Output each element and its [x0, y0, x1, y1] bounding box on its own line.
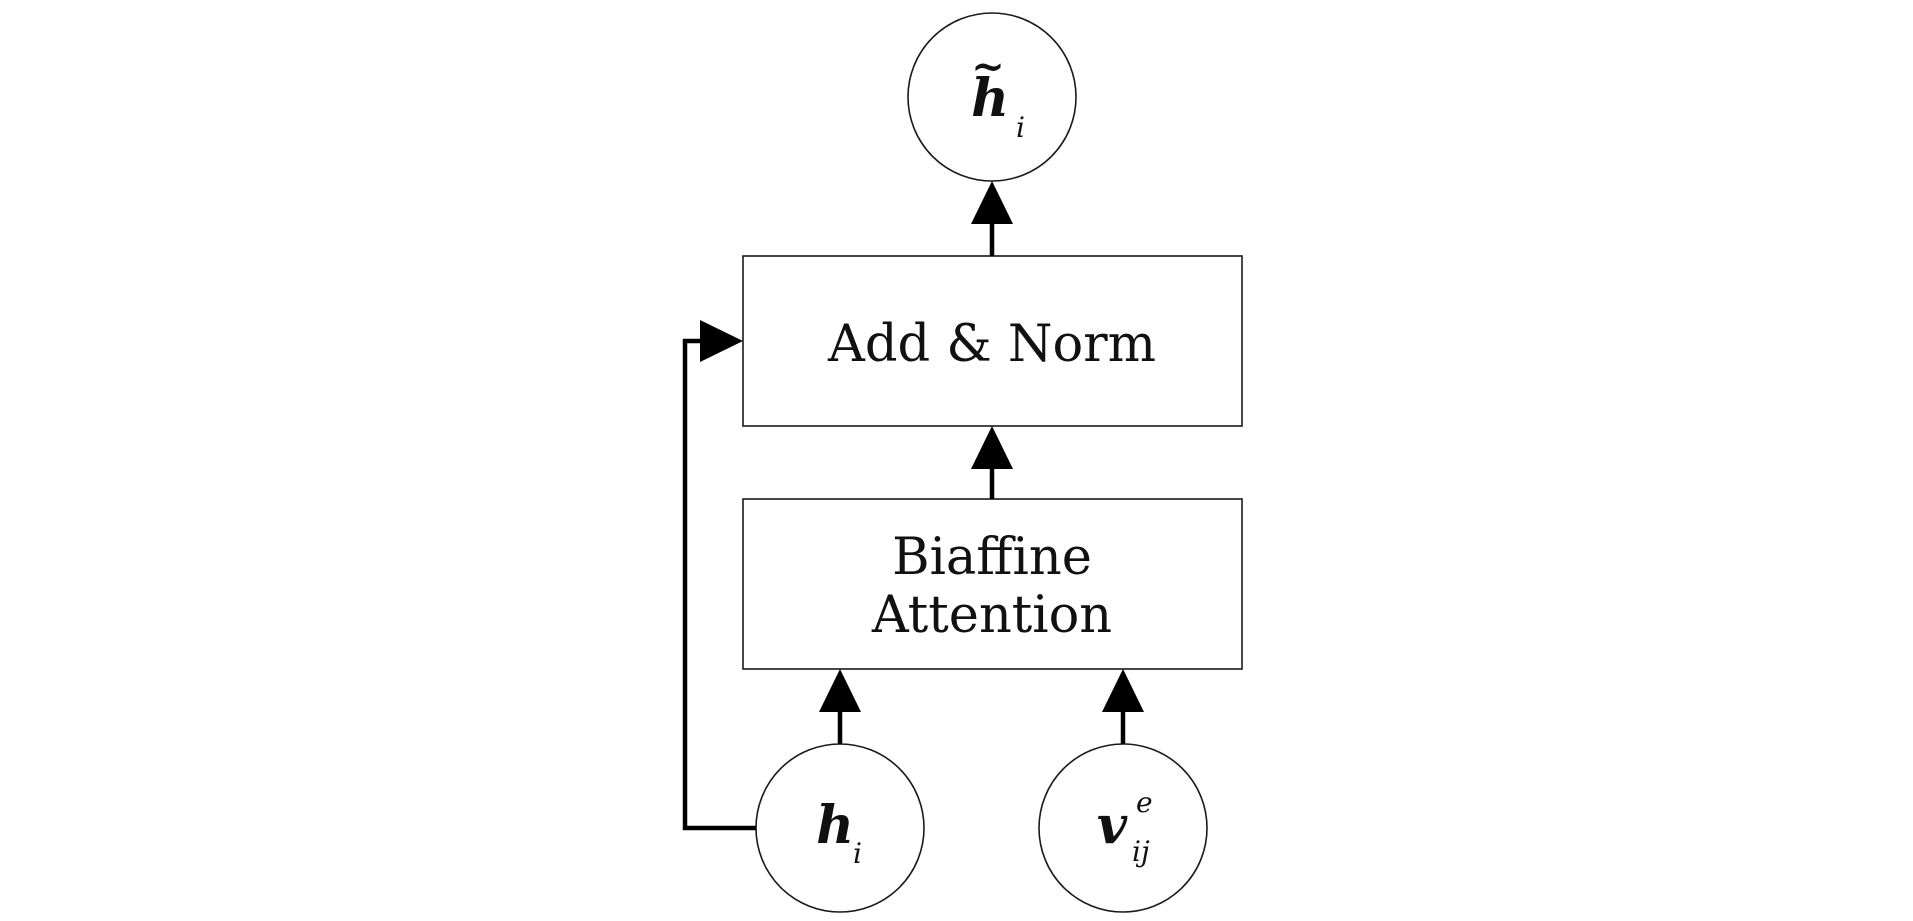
add-norm-block: Add & Norm: [742, 255, 1243, 427]
output-node-subscript: i: [1016, 111, 1025, 144]
biaffine-attention-label-line1: Biaffine: [892, 528, 1092, 587]
output-node-symbol: h: [971, 68, 1009, 129]
input-node-v: v e ij: [1038, 743, 1208, 913]
arrow-v-to-attention: [1102, 669, 1144, 744]
input-node-h-subscript: i: [853, 837, 862, 870]
output-node-accent: ~: [971, 43, 1005, 90]
biaffine-attention-label-line2: Attention: [871, 586, 1112, 645]
input-node-v-subscript: ij: [1132, 835, 1150, 868]
input-node-v-superscript: e: [1136, 786, 1153, 819]
add-norm-box: [742, 255, 1243, 427]
arrow-attention-to-addnorm: [971, 426, 1013, 499]
arrow-h-to-attention: [819, 669, 861, 744]
input-node-h-symbol: h: [816, 795, 854, 856]
biaffine-attention-box: [742, 498, 1243, 670]
input-node-v-symbol: v: [1097, 795, 1128, 856]
residual-connection-arrow: [682, 320, 756, 831]
biaffine-attention-block: Biaffine Attention: [742, 498, 1243, 670]
output-node: ~ h i: [907, 12, 1077, 182]
input-node-h: h i: [755, 743, 925, 913]
arrow-addnorm-to-output: [971, 181, 1013, 256]
add-norm-label: Add & Norm: [827, 315, 1156, 374]
